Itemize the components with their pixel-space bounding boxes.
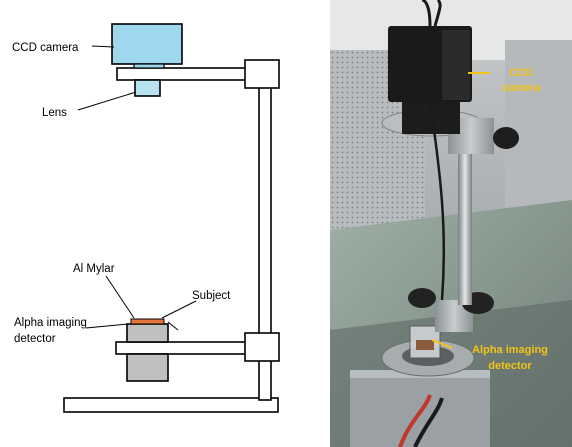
alpha-detector-upper: [126, 323, 169, 343]
photo-camera-cable-2: [433, 0, 442, 27]
subject-leader: [161, 300, 197, 319]
lens-label: Lens: [42, 107, 67, 119]
al-mylar-label: Al Mylar: [73, 263, 115, 275]
ccd-camera-label: CCD camera: [12, 42, 79, 54]
photo-ccd-camera-side: [442, 30, 470, 100]
upper-clamp: [244, 59, 280, 89]
lower-arm: [115, 341, 248, 355]
subject-label: Subject: [192, 290, 231, 302]
camera-mount: [133, 63, 165, 69]
alpha-detector-leader: [85, 323, 129, 329]
photo-camera-cable-1: [421, 0, 432, 27]
detector-edge-marker: [167, 321, 179, 331]
alpha-detector-label-line1: Alpha imaging: [14, 317, 87, 329]
photo-alpha-pointer: [431, 339, 453, 349]
photo-camera-cable-3: [428, 99, 446, 301]
base-plate: [63, 397, 279, 413]
lens-leader: [77, 91, 137, 111]
ccd-camera-body: [111, 23, 183, 65]
photo-cable-black: [413, 397, 444, 447]
al-mylar-leader: [105, 275, 135, 319]
setup-schematic: CCD camera Lens Al Mylar Subject Alpha i…: [12, 23, 280, 413]
setup-photo: CCD camera Alpha imaging detector: [330, 0, 572, 447]
photo-alpha-label-line1: Alpha imaging: [472, 344, 548, 356]
upper-arm: [116, 67, 248, 81]
subject-sample: [130, 318, 165, 325]
ccd-camera-leader: [91, 45, 115, 48]
photo-cable-red: [398, 394, 432, 447]
photo-ccd-label-line1: CCD: [509, 67, 533, 79]
photo-camera-knob: [493, 127, 519, 149]
lower-clamp: [244, 332, 280, 362]
photo-alpha-label-line2: detector: [488, 360, 532, 372]
alpha-detector-label-line2: detector: [14, 333, 56, 345]
photo-ccd-label-line2: camera: [502, 82, 541, 94]
lens: [134, 79, 161, 97]
photo-left-knob: [408, 288, 436, 308]
photo-detector-sample: [416, 340, 434, 350]
photo-vertical-pole: [458, 150, 472, 305]
alpha-detector-lower: [126, 353, 169, 382]
